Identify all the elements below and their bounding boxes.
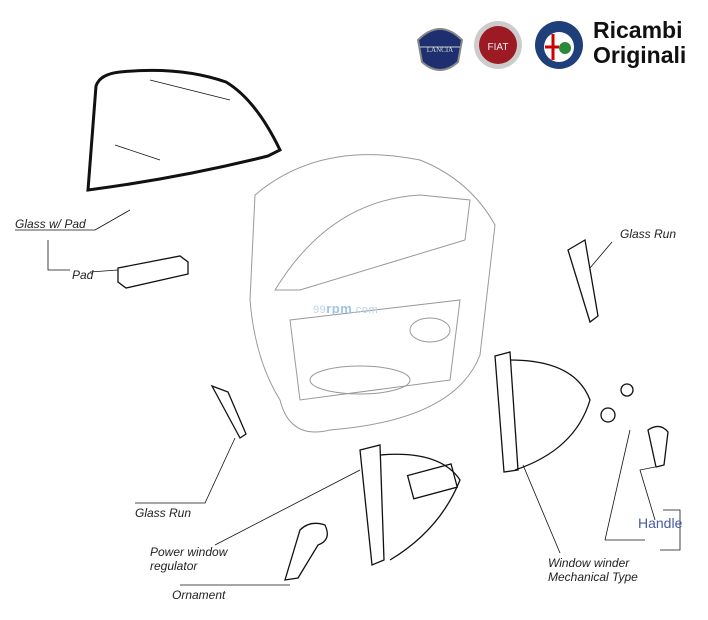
label-handle: Handle — [638, 515, 683, 531]
label-glass-run-right: Glass Run — [620, 227, 677, 241]
window-winder-part — [494, 351, 519, 473]
door-glass — [86, 68, 282, 192]
glass-run-left-part — [210, 384, 247, 439]
brand-title: Ricambi Originali — [593, 18, 686, 68]
label-window-winder: Window winder Mechanical Type — [548, 556, 638, 584]
label-window-winder-line-1: Window winder — [548, 556, 630, 570]
watermark-main: rpm — [326, 301, 353, 316]
power-window-regulator-part — [359, 444, 385, 566]
brand-line-2: Originali — [593, 42, 687, 68]
glass-run-right-part — [567, 238, 599, 324]
fiat-logo: FIAT — [474, 21, 522, 69]
watermark: 99rpm.com — [313, 301, 378, 316]
label-glass-run-left: Glass Run — [135, 506, 192, 520]
svg-text:FIAT: FIAT — [488, 42, 509, 53]
ornament-part — [284, 522, 328, 581]
alfa-romeo-logo — [535, 21, 583, 69]
brand-line-1: Ricambi — [593, 17, 683, 43]
watermark-prefix: 99 — [313, 304, 327, 316]
watermark-suffix: .com — [352, 304, 379, 316]
label-power-window-line-2: regulator — [150, 559, 198, 573]
label-ornament: Ornament — [172, 588, 226, 602]
lancia-logo: LANCIA — [416, 28, 464, 71]
svg-text:LANCIA: LANCIA — [427, 46, 453, 54]
door-frame — [249, 154, 496, 433]
label-glass-w-pad: Glass w/ Pad — [15, 217, 86, 231]
pad-part — [117, 255, 189, 289]
label-pad: Pad — [72, 268, 94, 282]
label-power-window-line-1: Power window — [150, 545, 228, 559]
handle-part — [647, 425, 669, 468]
label-power-window-regulator: Power window regulator — [150, 545, 227, 573]
label-window-winder-line-2: Mechanical Type — [548, 570, 638, 584]
